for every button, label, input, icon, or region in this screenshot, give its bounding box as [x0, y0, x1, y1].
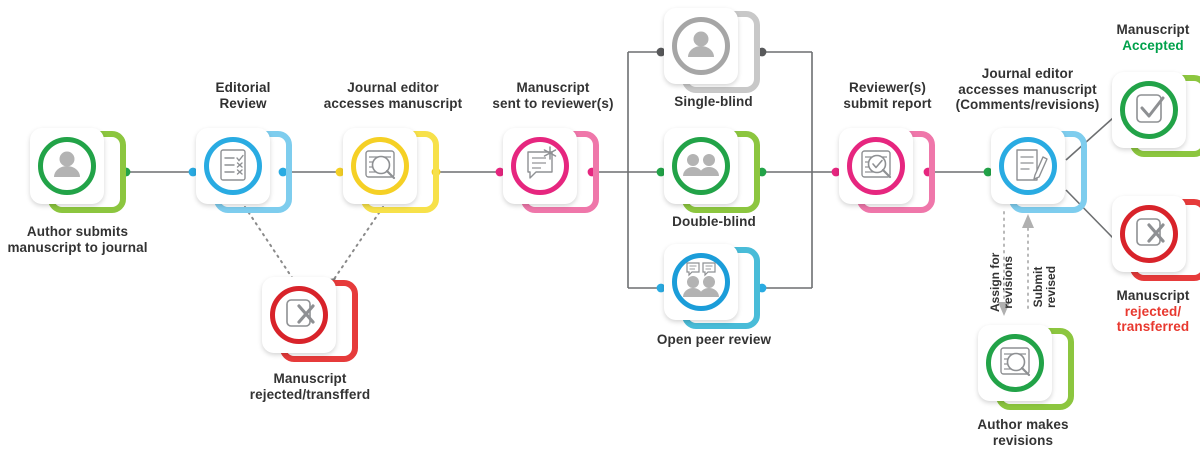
- label-open-peer-review: Open peer review: [656, 332, 772, 347]
- person-icon: [688, 31, 714, 57]
- label-submit-revised: Submit revised: [1031, 265, 1059, 308]
- edge-editor2-to-accepted: [1065, 117, 1114, 161]
- label-author-submits: Author submits manuscript to journal: [7, 224, 148, 255]
- person-icon: [54, 151, 80, 177]
- dot-pink: [495, 167, 505, 177]
- label-manuscript-rejected-bottom: Manuscript rejected/transfferd: [249, 371, 371, 402]
- report-check-magnifier-icon: [861, 150, 892, 179]
- node-ring: [999, 137, 1057, 195]
- dot-blue: [278, 167, 288, 177]
- node-ring: [1120, 205, 1178, 263]
- dot-pink: [831, 167, 841, 177]
- arrowhead-icon: [998, 302, 1010, 316]
- node-ring: [1120, 81, 1178, 139]
- label-assign-for-revisions: Assign for revisions: [988, 252, 1016, 312]
- node-reviewers-submit[interactable]: [839, 128, 935, 216]
- label-editor-comments: Journal editor accesses manuscript (Comm…: [955, 66, 1100, 113]
- document-magnifier-icon: [365, 150, 396, 180]
- two-people-icon: [683, 154, 719, 176]
- two-people-speech-icon: [683, 262, 719, 297]
- edge-editorial-to-reject-dotted: [244, 206, 298, 286]
- node-editor-comments[interactable]: [991, 128, 1087, 216]
- node-editorial-review[interactable]: [196, 128, 292, 216]
- node-editor-accesses[interactable]: [343, 128, 439, 216]
- node-ring: [204, 137, 262, 195]
- node-ring: [986, 334, 1044, 392]
- document-x-icon: [1136, 218, 1165, 246]
- label-manuscript-accepted: Manuscript Accepted: [1116, 22, 1190, 53]
- label-single-blind: Single-blind: [674, 94, 753, 109]
- node-author-revisions[interactable]: [978, 325, 1074, 413]
- edge-editor2-to-rejected: [1065, 189, 1114, 239]
- dot-blue: [656, 283, 666, 293]
- node-manuscript-rejected-right[interactable]: [1112, 196, 1200, 284]
- checklist-icon: [220, 149, 246, 181]
- document-star-icon: [527, 146, 557, 179]
- dot-green: [983, 167, 993, 177]
- label-manuscript-rejected-right: Manuscript rejected/ transferred: [1116, 288, 1190, 335]
- node-ring: [847, 137, 905, 195]
- edge-editor-to-reject-dotted: [329, 206, 384, 286]
- node-ring: [270, 286, 328, 344]
- dot-gray: [656, 47, 666, 57]
- dot-blue: [188, 167, 198, 177]
- node-manuscript-accepted[interactable]: [1112, 72, 1200, 160]
- document-pencil-icon: [1016, 149, 1048, 181]
- node-manuscript-rejected-bottom[interactable]: [262, 277, 358, 365]
- node-open-peer-review[interactable]: [664, 244, 760, 332]
- label-double-blind: Double-blind: [672, 214, 756, 229]
- label-author-revisions: Author makes revisions: [977, 417, 1069, 448]
- label-editor-accesses: Journal editor accesses manuscript: [323, 80, 463, 111]
- node-ring: [38, 137, 96, 195]
- node-single-blind[interactable]: [664, 8, 760, 96]
- label-editorial-review: Editorial Review: [215, 80, 271, 111]
- dot-green: [656, 167, 666, 177]
- node-sent-to-reviewers[interactable]: [503, 128, 599, 216]
- label-sent-to-reviewers: Manuscript sent to reviewer(s): [492, 80, 614, 111]
- arrowhead-icon: [1022, 214, 1034, 228]
- document-magnifier-icon: [1000, 347, 1031, 377]
- node-double-blind[interactable]: [664, 128, 760, 216]
- node-ring: [672, 253, 730, 311]
- label-reviewers-submit: Reviewer(s) submit report: [843, 80, 932, 111]
- node-ring: [672, 137, 730, 195]
- document-x-icon: [286, 299, 315, 327]
- dot-yellow: [335, 167, 345, 177]
- node-ring: [511, 137, 569, 195]
- node-ring: [351, 137, 409, 195]
- document-check-icon: [1136, 94, 1165, 123]
- node-ring: [672, 17, 730, 75]
- node-author-submits[interactable]: [30, 128, 126, 216]
